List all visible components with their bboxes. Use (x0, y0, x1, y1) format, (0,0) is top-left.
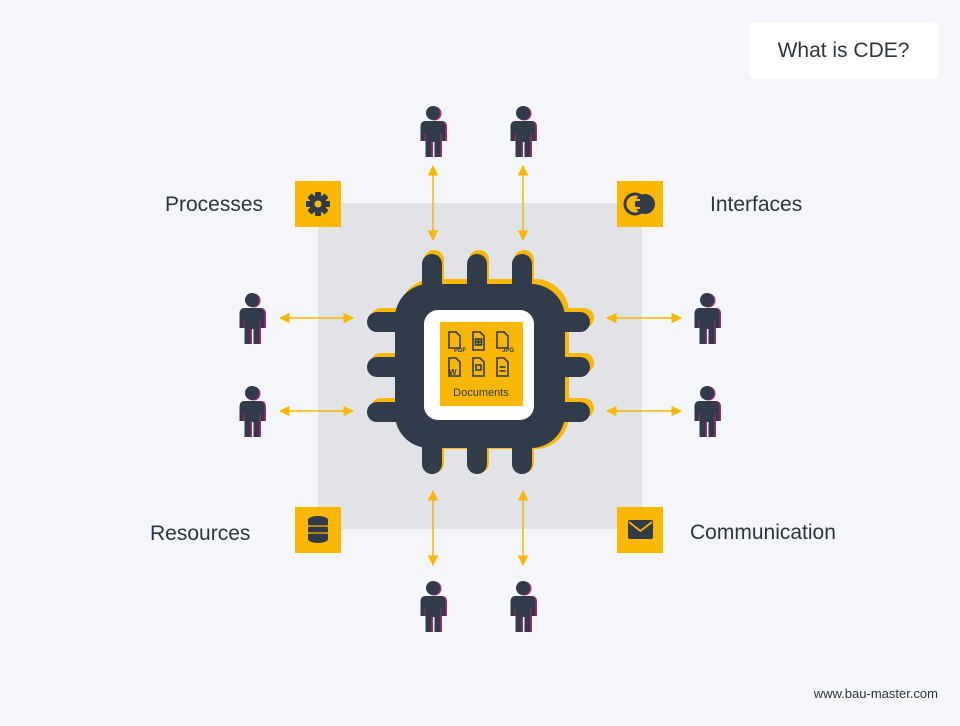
svg-text:PDF: PDF (454, 348, 466, 354)
person-icon (420, 106, 447, 157)
communication-tile (617, 507, 663, 553)
envelope-icon (628, 520, 653, 539)
pdf-file-icon: PDF (448, 331, 466, 354)
person-icon (694, 386, 721, 437)
interface-circles-icon (623, 192, 655, 216)
svg-text:W: W (449, 368, 457, 377)
resources-tile (295, 507, 341, 553)
person-icon (239, 293, 266, 344)
word-file-icon: W (448, 357, 461, 377)
jpg-file-icon: JPG (496, 331, 514, 354)
communication-label: Communication (690, 521, 836, 544)
person-icon (694, 293, 721, 344)
processes-tile (295, 181, 341, 227)
gear-icon (306, 192, 330, 216)
page-title: What is CDE? (777, 39, 910, 62)
processes-label: Processes (165, 193, 264, 216)
connection-arrows (278, 164, 683, 567)
documents-box (440, 322, 523, 406)
resources-label: Resources (150, 522, 251, 545)
person-icon (420, 581, 447, 632)
database-icon (308, 516, 328, 543)
documents-label: Documents (453, 387, 509, 399)
person-icon (510, 581, 537, 632)
person-icon (239, 386, 266, 437)
interfaces-tile (617, 181, 663, 227)
svg-text:JPG: JPG (502, 348, 514, 354)
text-file-icon (496, 357, 509, 377)
interfaces-label: Interfaces (710, 193, 803, 216)
title-badge: What is CDE? (749, 23, 938, 79)
frame-file-icon (472, 357, 485, 377)
footer-url: www.bau-master.com (813, 686, 938, 701)
person-icon (510, 106, 537, 157)
spreadsheet-file-icon (472, 331, 485, 351)
